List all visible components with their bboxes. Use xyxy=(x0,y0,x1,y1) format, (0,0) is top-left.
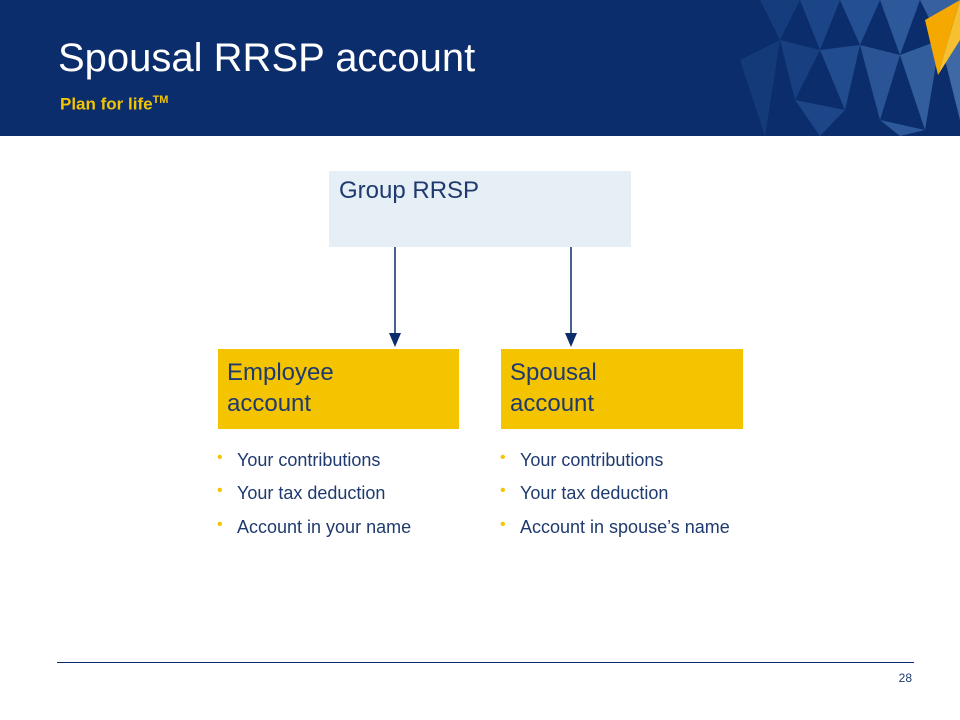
employee-account-label-line1: Employee xyxy=(227,359,334,386)
bullet-icon: • xyxy=(500,482,506,499)
header-banner: Spousal RRSP account Plan for lifeTM xyxy=(0,0,960,136)
arrow-to-employee-account xyxy=(389,247,401,347)
page-subtitle: Plan for lifeTM xyxy=(60,94,168,115)
bullet-icon: • xyxy=(500,516,506,533)
bullet-text: Your tax deduction xyxy=(237,483,386,503)
page-title: Spousal RRSP account xyxy=(58,36,476,80)
spousal-account-bullets: •Your contributions •Your tax deduction … xyxy=(500,449,730,538)
employee-account-bullets: •Your contributions •Your tax deduction … xyxy=(217,449,412,538)
group-rrsp-box: Group RRSP xyxy=(329,171,631,247)
list-item: • Account in spouse’s name xyxy=(500,516,730,538)
list-item: • Account in your name xyxy=(217,516,412,538)
footer-divider xyxy=(57,662,914,663)
bullet-text: Your tax deduction xyxy=(520,483,669,503)
arrow-to-spousal-account xyxy=(565,247,577,347)
spousal-account-label-line2: account xyxy=(510,390,595,418)
bullet-text: Account in spouse’s name xyxy=(520,517,730,537)
bullet-icon: • xyxy=(217,482,223,499)
employee-account-box: Employee account xyxy=(218,349,459,429)
page-number: 28 xyxy=(898,671,912,685)
bullet-icon: • xyxy=(500,449,506,466)
spousal-account-label-line1: Spousal xyxy=(510,359,597,386)
bullet-icon: • xyxy=(217,449,223,466)
list-item: • Your contributions xyxy=(500,449,730,483)
list-item: • Your contributions xyxy=(217,449,411,483)
list-item: • Your tax deduction xyxy=(217,482,411,517)
bullet-text: Your contributions xyxy=(520,450,664,470)
spousal-account-box: Spousal account xyxy=(501,349,743,429)
bullet-text: Account in your name xyxy=(237,517,412,537)
list-item: • Your tax deduction xyxy=(500,482,730,517)
bullet-text: Your contributions xyxy=(237,450,381,470)
decorative-triangle-pattern xyxy=(740,0,960,136)
group-rrsp-label: Group RRSP xyxy=(339,177,480,204)
employee-account-label-line2: account xyxy=(227,390,312,418)
subtitle-text: Plan for life xyxy=(60,94,153,114)
trademark-mark: TM xyxy=(152,94,169,106)
bullet-icon: • xyxy=(217,516,223,533)
